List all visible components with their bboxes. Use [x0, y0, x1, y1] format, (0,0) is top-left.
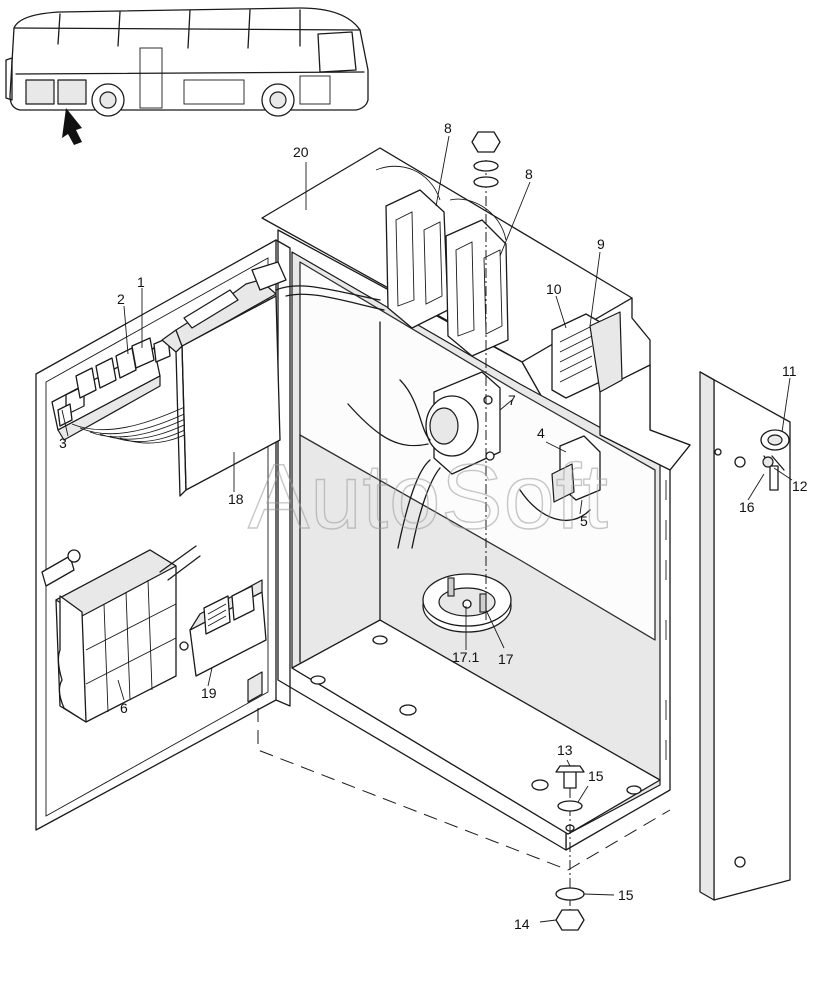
relay-unit	[551, 435, 601, 503]
callout-9: 9	[597, 236, 605, 252]
callout-10: 10	[546, 281, 562, 297]
relay-strip	[51, 337, 217, 444]
solenoid-assembly	[347, 371, 591, 549]
callout-leaders	[61, 135, 793, 923]
callout-1: 1	[137, 274, 145, 290]
callout-18: 18	[228, 491, 244, 507]
callout-16: 16	[739, 499, 755, 515]
connector-block	[179, 579, 267, 677]
callout-5: 5	[580, 513, 588, 529]
callout-6: 6	[120, 700, 128, 716]
callout-2: 2	[117, 291, 125, 307]
callout-7: 7	[508, 392, 516, 408]
mounting-pad	[422, 573, 512, 633]
fasteners	[471, 131, 585, 931]
callout-11: 11	[782, 363, 797, 379]
ecu-unit	[41, 545, 201, 723]
callout-12: 12	[792, 478, 808, 494]
door-lock-strip	[699, 371, 791, 901]
callout-14: 14	[514, 916, 530, 932]
callout-15b: 15	[618, 887, 634, 903]
bus-locator-illustration	[5, 7, 369, 145]
callout-20: 20	[293, 144, 309, 160]
door-swing-outline	[257, 708, 671, 871]
callout-13: 13	[557, 742, 573, 758]
callout-8b: 8	[525, 166, 533, 182]
callout-15a: 15	[588, 768, 604, 784]
callout-labels: 1 2 3 4 5 6 7 8 8 9 10 11 12 13 14 15 15…	[59, 120, 808, 932]
locator-arrow-icon	[62, 108, 82, 145]
terminal-strip	[551, 311, 623, 399]
callout-8a: 8	[444, 120, 452, 136]
control-module	[161, 261, 385, 497]
callout-19: 19	[201, 685, 217, 701]
callout-3: 3	[59, 435, 67, 451]
power-modules	[375, 165, 509, 357]
callout-4: 4	[537, 425, 545, 441]
callout-17: 17	[498, 651, 514, 667]
watermark-text: AutoSoft	[248, 446, 609, 548]
callout-17-1: 17.1	[452, 649, 479, 665]
